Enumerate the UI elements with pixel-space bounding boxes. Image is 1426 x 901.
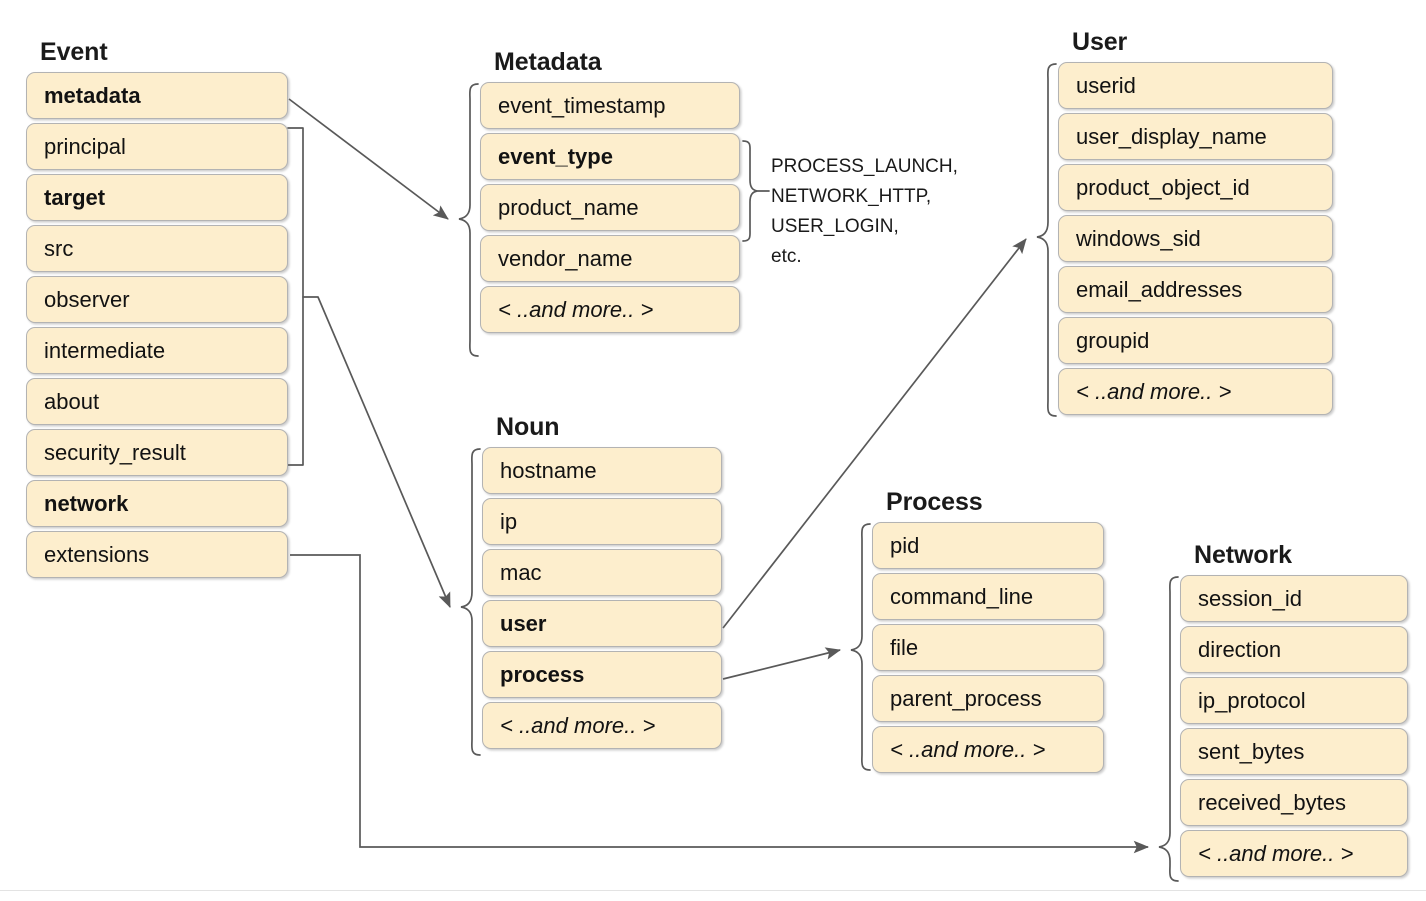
field-metadata-and-more[interactable]: < ..and more.. > (480, 286, 740, 333)
field-event-security_result[interactable]: security_result (26, 429, 288, 476)
brace-process (850, 523, 871, 771)
field-noun-process[interactable]: process (482, 651, 722, 698)
brace-noun (460, 448, 481, 756)
group-title-user: User (1072, 28, 1128, 56)
annotation-event-type-values: PROCESS_LAUNCH, NETWORK_HTTP, USER_LOGIN… (771, 156, 958, 267)
field-metadata-product_name[interactable]: product_name (480, 184, 740, 231)
field-process-command_line[interactable]: command_line (872, 573, 1104, 620)
brace-network (1158, 576, 1179, 882)
field-event-principal[interactable]: principal (26, 123, 288, 170)
field-process-and-more[interactable]: < ..and more.. > (872, 726, 1104, 773)
field-network-session_id[interactable]: session_id (1180, 575, 1408, 622)
field-user-product_object_id[interactable]: product_object_id (1058, 164, 1333, 211)
field-event-network[interactable]: network (26, 480, 288, 527)
field-user-and-more[interactable]: < ..and more.. > (1058, 368, 1333, 415)
brace-user (1036, 63, 1057, 417)
field-user-groupid[interactable]: groupid (1058, 317, 1333, 364)
field-noun-ip[interactable]: ip (482, 498, 722, 545)
group-title-network: Network (1194, 541, 1292, 569)
field-event-observer[interactable]: observer (26, 276, 288, 323)
field-noun-mac[interactable]: mac (482, 549, 722, 596)
field-event-about[interactable]: about (26, 378, 288, 425)
connector-noun (317, 296, 451, 608)
field-network-direction[interactable]: direction (1180, 626, 1408, 673)
group-title-event: Event (40, 38, 108, 66)
field-process-pid[interactable]: pid (872, 522, 1104, 569)
footer-divider (0, 890, 1426, 891)
field-process-file[interactable]: file (872, 624, 1104, 671)
field-user-email_addresses[interactable]: email_addresses (1058, 266, 1333, 313)
field-metadata-vendor_name[interactable]: vendor_name (480, 235, 740, 282)
field-metadata-event_timestamp[interactable]: event_timestamp (480, 82, 740, 129)
field-noun-user[interactable]: user (482, 600, 722, 647)
field-event-target[interactable]: target (26, 174, 288, 221)
field-noun-hostname[interactable]: hostname (482, 447, 722, 494)
connector-process (722, 647, 841, 680)
field-network-sent_bytes[interactable]: sent_bytes (1180, 728, 1408, 775)
field-user-windows_sid[interactable]: windows_sid (1058, 215, 1333, 262)
connector-user (722, 238, 1027, 629)
field-network-received_bytes[interactable]: received_bytes (1180, 779, 1408, 826)
field-process-parent_process[interactable]: parent_process (872, 675, 1104, 722)
field-event-metadata[interactable]: metadata (26, 72, 288, 119)
field-event-intermediate[interactable]: intermediate (26, 327, 288, 374)
field-user-user_display_name[interactable]: user_display_name (1058, 113, 1333, 160)
field-user-userid[interactable]: userid (1058, 62, 1333, 109)
field-event-extensions[interactable]: extensions (26, 531, 288, 578)
group-title-noun: Noun (496, 413, 560, 441)
field-network-and-more[interactable]: < ..and more.. > (1180, 830, 1408, 877)
connector-metadata (288, 98, 449, 220)
field-network-ip_protocol[interactable]: ip_protocol (1180, 677, 1408, 724)
group-title-process: Process (886, 488, 983, 516)
bracket-event-nouns (287, 127, 304, 466)
field-metadata-event_type[interactable]: event_type (480, 133, 740, 180)
brace-event-type-callout (742, 140, 758, 242)
group-title-metadata: Metadata (494, 48, 602, 76)
brace-metadata (458, 83, 479, 357)
field-event-src[interactable]: src (26, 225, 288, 272)
field-noun-and-more[interactable]: < ..and more.. > (482, 702, 722, 749)
